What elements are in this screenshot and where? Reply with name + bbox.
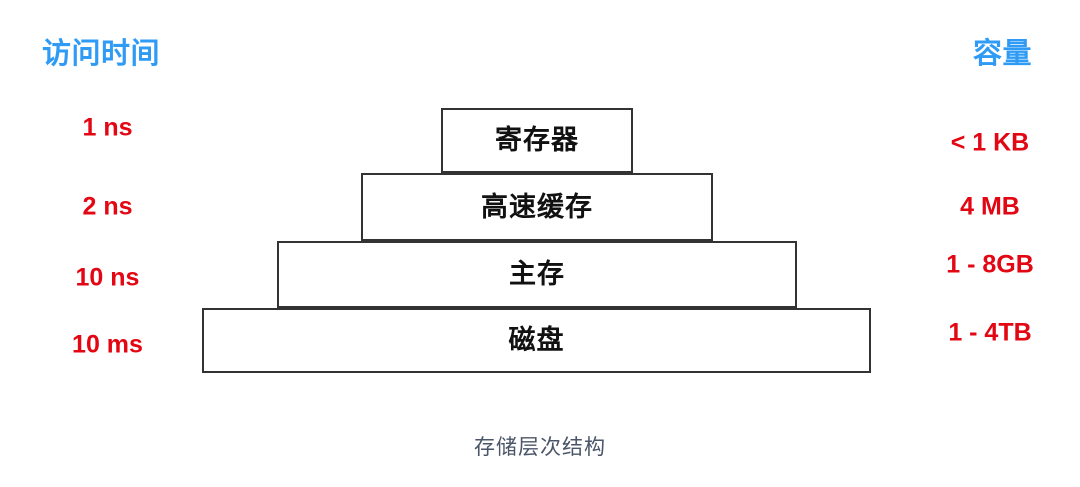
tier-label-register: 寄存器: [495, 125, 579, 155]
tier-box-cache: 高速缓存: [361, 173, 713, 241]
tier-label-main-memory: 主存: [509, 259, 565, 289]
capacity-label-cache: 4 MB: [960, 192, 1020, 221]
latency-label-cache: 2 ns: [82, 192, 133, 221]
capacity-label-register: < 1 KB: [950, 128, 1030, 157]
latency-label-disk: 10 ms: [72, 330, 143, 359]
capacity-label-disk: 1 - 4TB: [948, 318, 1032, 347]
capacity-label-main-memory: 1 - 8GB: [946, 250, 1034, 279]
tier-box-register: 寄存器: [441, 108, 633, 173]
tier-box-main-memory: 主存: [277, 241, 797, 308]
figure-caption: 存储层次结构: [474, 436, 606, 459]
access-time-column-header: 访问时间: [42, 38, 161, 70]
tier-box-disk: 磁盘: [202, 308, 871, 373]
latency-label-main-memory: 10 ns: [75, 263, 140, 292]
storage-pyramid: 寄存器 高速缓存 主存 磁盘: [202, 108, 871, 373]
capacity-column-header: 容量: [972, 38, 1032, 70]
latency-label-register: 1 ns: [82, 113, 133, 142]
tier-label-disk: 磁盘: [508, 325, 565, 355]
tier-label-cache: 高速缓存: [481, 191, 593, 222]
